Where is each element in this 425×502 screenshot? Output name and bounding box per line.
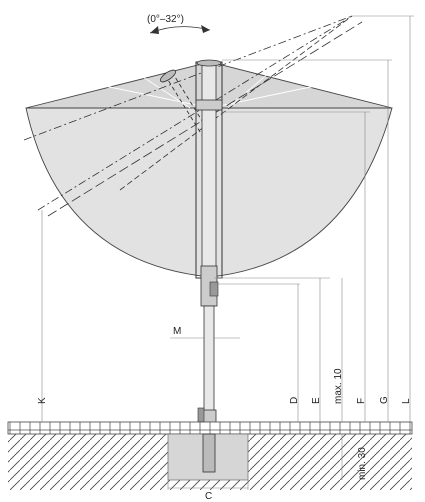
dim-label-M: M <box>173 326 181 337</box>
socket-clamp <box>197 407 205 423</box>
dim-label-min30: min. 30 <box>357 447 368 480</box>
canopy-rib-center-left <box>139 74 191 109</box>
dimension-lines <box>41 15 414 490</box>
tilted-pole-dashed-1 <box>164 74 206 141</box>
socket-below-ground <box>202 433 216 473</box>
finial <box>196 59 222 67</box>
crank-handle <box>209 281 219 297</box>
tilt-angle-arc <box>149 26 211 34</box>
hub-runner <box>195 99 223 111</box>
canopy-rib-center-right <box>227 71 271 109</box>
tilt-arrow-right <box>201 25 210 33</box>
dim-label-max10: max. 10 <box>333 368 344 404</box>
dim-label-K: K <box>37 397 48 404</box>
tilt-range-label: (0°–32°) <box>147 14 184 25</box>
paving-tiles <box>7 421 413 435</box>
tilted-canopy-line-3 <box>23 15 353 141</box>
dim-label-F: F <box>356 398 367 404</box>
tilted-canopy-line-4 <box>119 15 353 191</box>
dim-label-L: L <box>401 398 412 404</box>
tilt-arrow-left <box>150 26 159 34</box>
pole-shaft <box>201 61 217 279</box>
pole-lower <box>203 305 215 423</box>
dim-label-C: C <box>205 491 212 502</box>
dim-label-G: G <box>379 396 390 404</box>
tilted-canopy-line-1 <box>37 15 353 211</box>
dim-label-D: D <box>289 397 300 404</box>
tilted-finial <box>159 69 177 83</box>
dim-label-E: E <box>311 397 322 404</box>
